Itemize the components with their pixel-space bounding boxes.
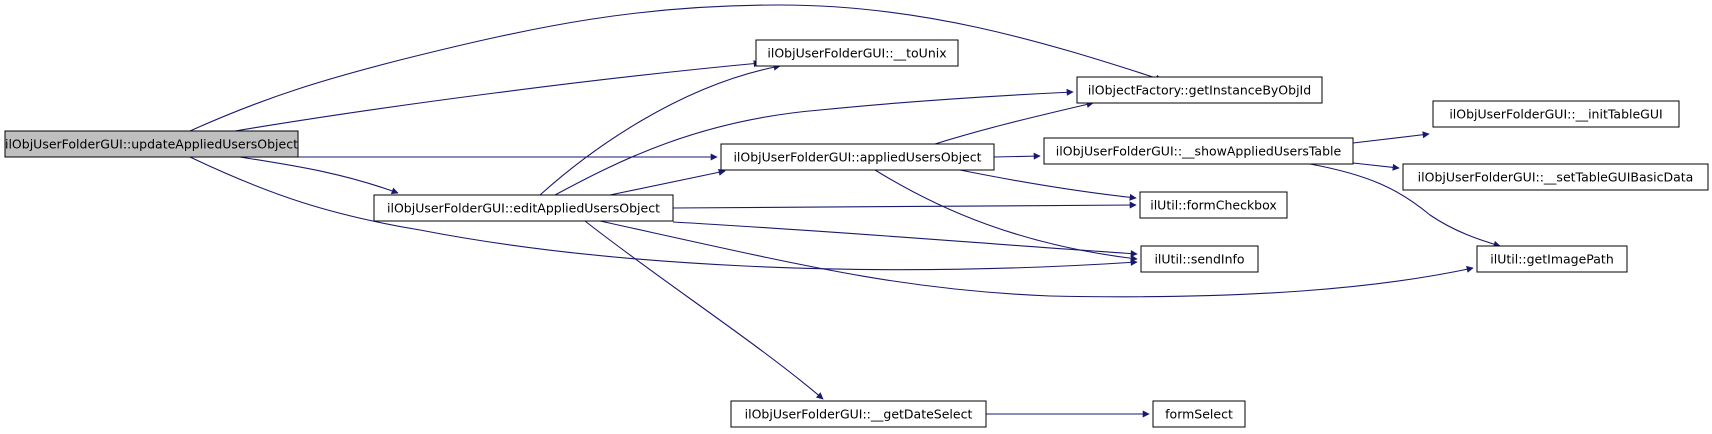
node-label: ilObjUserFolderGUI::__setTableGUIBasicDa… bbox=[1418, 170, 1694, 185]
edge-edit_applied-to-form_checkbox bbox=[672, 201, 1137, 209]
node-label: ilUtil::getImagePath bbox=[1490, 252, 1614, 267]
edge-edit_applied-to-to_unix bbox=[539, 63, 781, 196]
node-box bbox=[373, 194, 674, 222]
node-edit-applied[interactable]: ilObjUserFolderGUI::editAppliedUsersObje… bbox=[373, 194, 674, 222]
node-label: ilUtil::formCheckbox bbox=[1150, 198, 1277, 213]
node-init-table[interactable]: ilObjUserFolderGUI::__initTableGUI bbox=[1432, 100, 1680, 128]
edge-show_table-to-init_table bbox=[1352, 131, 1430, 144]
edge-edit_applied-to-get_instance bbox=[554, 88, 1074, 196]
edge-edit_applied-to-get_image bbox=[599, 220, 1474, 298]
node-get-instance[interactable]: ilObjectFactory::getInstanceByObjId bbox=[1076, 76, 1323, 104]
edge-edit_applied-to-send_info bbox=[672, 221, 1138, 258]
node-set-table[interactable]: ilObjUserFolderGUI::__setTableGUIBasicDa… bbox=[1402, 163, 1709, 191]
edge-applied_users-to-get_instance bbox=[934, 101, 1094, 145]
edges-layer bbox=[189, 4, 1501, 418]
edge-update_applied-to-get_instance bbox=[189, 4, 1163, 132]
node-get-date[interactable]: ilObjUserFolderGUI::__getDateSelect bbox=[730, 400, 987, 428]
node-show-table[interactable]: ilObjUserFolderGUI::__showAppliedUsersTa… bbox=[1043, 137, 1354, 165]
node-applied-users[interactable]: ilObjUserFolderGUI::appliedUsersObject bbox=[720, 143, 995, 171]
edge-update_applied-to-edit_applied bbox=[239, 156, 399, 195]
node-box bbox=[1043, 137, 1354, 165]
node-label: formSelect bbox=[1165, 407, 1233, 422]
edge-update_applied-to-to_unix bbox=[234, 60, 761, 132]
node-label: ilObjUserFolderGUI::__getDateSelect bbox=[745, 407, 973, 422]
node-box bbox=[1140, 245, 1259, 273]
edge-show_table-to-get_image bbox=[1309, 163, 1501, 248]
nodes-layer: ilObjUserFolderGUI::updateAppliedUsersOb… bbox=[4, 39, 1709, 428]
edge-applied_users-to-show_table bbox=[993, 152, 1041, 160]
node-box bbox=[4, 130, 299, 158]
edge-applied_users-to-send_info bbox=[874, 169, 1138, 262]
node-box bbox=[1402, 163, 1709, 191]
node-box bbox=[730, 400, 987, 428]
edge-edit_applied-to-get_date bbox=[584, 220, 824, 400]
node-label: ilObjectFactory::getInstanceByObjId bbox=[1088, 83, 1311, 98]
node-box bbox=[1432, 100, 1680, 128]
edge-show_table-to-set_table bbox=[1352, 162, 1400, 171]
node-box bbox=[755, 39, 959, 67]
node-box bbox=[1139, 191, 1288, 219]
node-label: ilObjUserFolderGUI::__showAppliedUsersTa… bbox=[1056, 144, 1342, 159]
node-box bbox=[1476, 245, 1628, 273]
node-box bbox=[1076, 76, 1323, 104]
node-label: ilObjUserFolderGUI::editAppliedUsersObje… bbox=[387, 201, 660, 216]
node-form-checkbox[interactable]: ilUtil::formCheckbox bbox=[1139, 191, 1288, 219]
node-label: ilUtil::sendInfo bbox=[1154, 252, 1244, 267]
node-form-select[interactable]: formSelect bbox=[1152, 400, 1246, 428]
node-label: ilObjUserFolderGUI::appliedUsersObject bbox=[733, 150, 981, 165]
edge-update_applied-to-send_info bbox=[189, 156, 1138, 271]
node-get-image[interactable]: ilUtil::getImagePath bbox=[1476, 245, 1628, 273]
node-label: ilObjUserFolderGUI::updateAppliedUsersOb… bbox=[5, 137, 298, 152]
node-to-unix[interactable]: ilObjUserFolderGUI::__toUnix bbox=[755, 39, 959, 67]
node-label: ilObjUserFolderGUI::__toUnix bbox=[767, 46, 946, 61]
node-send-info[interactable]: ilUtil::sendInfo bbox=[1140, 245, 1259, 273]
edge-applied_users-to-form_checkbox bbox=[959, 169, 1137, 201]
edge-edit_applied-to-applied_users bbox=[609, 168, 726, 196]
node-box bbox=[720, 143, 995, 171]
node-label: ilObjUserFolderGUI::__initTableGUI bbox=[1449, 107, 1662, 122]
node-box bbox=[1152, 400, 1246, 428]
node-update-applied: ilObjUserFolderGUI::updateAppliedUsersOb… bbox=[4, 130, 299, 158]
